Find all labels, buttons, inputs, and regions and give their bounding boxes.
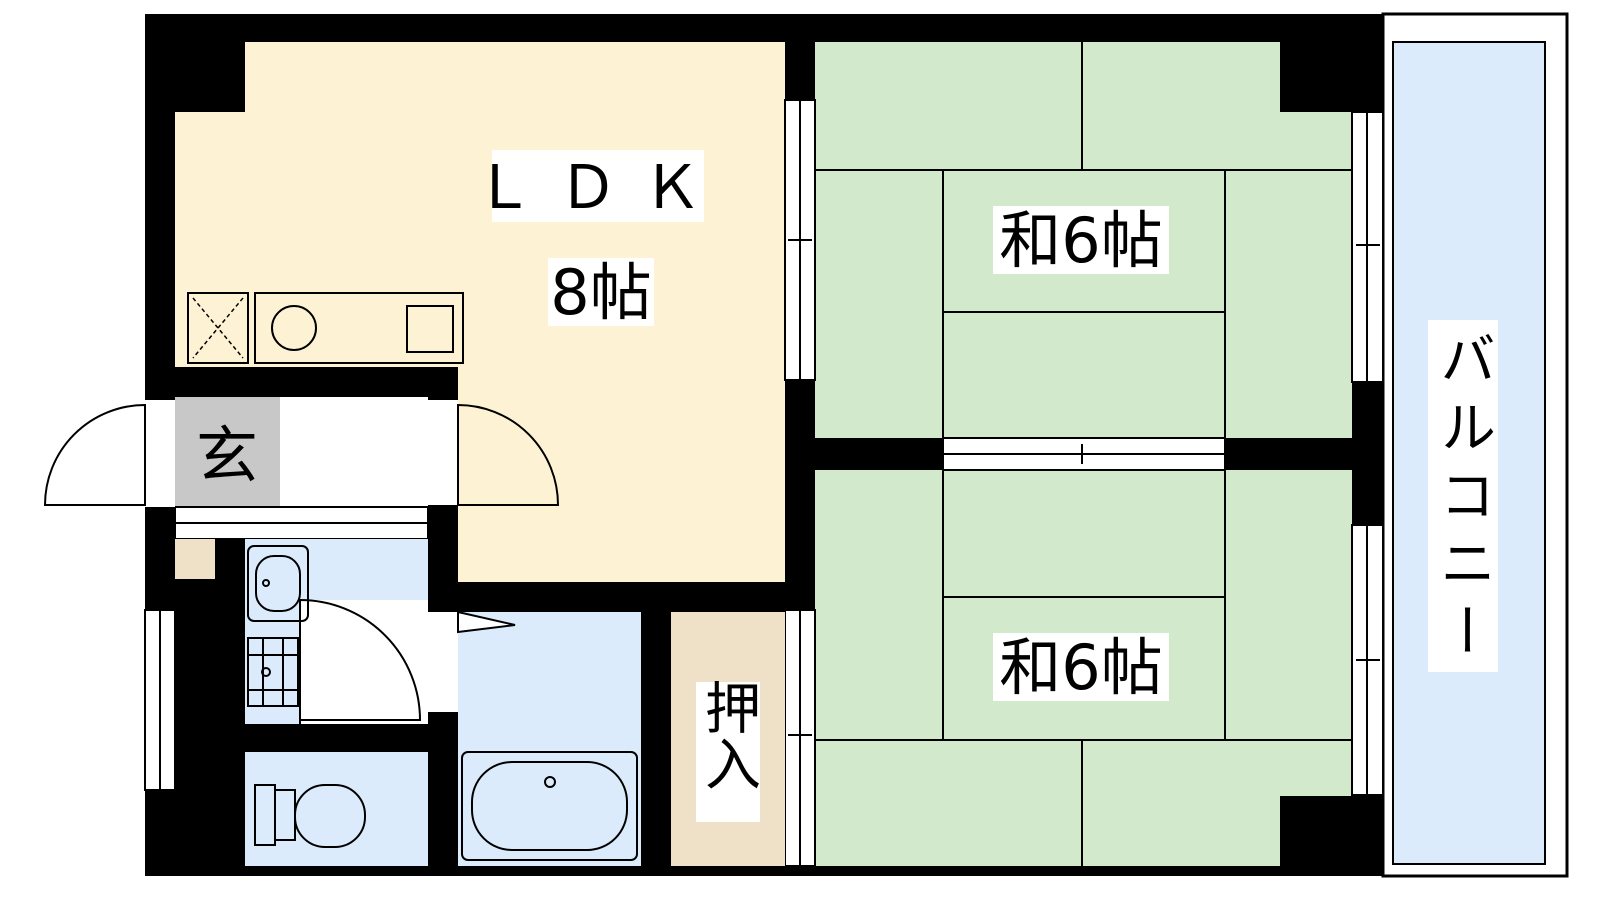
toilet-fixture — [254, 784, 366, 848]
oshiire-label-group: 押入 — [696, 679, 761, 791]
bathtub — [461, 751, 638, 861]
washroom — [245, 539, 428, 724]
fusuma-sliding-doors — [942, 437, 1226, 471]
genkan-label: 玄 — [196, 419, 258, 492]
ldk-size-label: 8帖 — [550, 256, 651, 329]
washitsu-1-label: 和6帖 — [999, 204, 1162, 277]
ldk-door — [428, 400, 560, 506]
ldk-label: ＬＤＫ — [474, 153, 726, 223]
shoe-cabinet — [175, 539, 215, 579]
entrance-hall — [174, 397, 429, 579]
washitsu-room-1 — [815, 42, 1352, 438]
bathroom-door-fold — [457, 610, 516, 634]
entrance-door — [43, 400, 175, 507]
genkan-floor — [175, 397, 280, 507]
tatami-lines-1 — [815, 42, 1352, 438]
wash-basin — [247, 545, 309, 622]
side-window — [144, 609, 176, 791]
balcony-label: バルコニー — [1431, 330, 1496, 670]
bathroom — [428, 610, 641, 866]
toilet-room — [245, 752, 428, 866]
sliding-door-ldk-room1 — [784, 99, 816, 381]
washitsu-2-label: 和6帖 — [999, 631, 1162, 704]
washing-machine-pan — [247, 637, 299, 707]
balcony-window-upper — [1351, 111, 1384, 383]
stove-icon — [271, 305, 317, 351]
oshiire-label: 押入 — [696, 679, 761, 791]
kitchen-counter — [187, 292, 464, 364]
sliding-door-oshiire — [784, 609, 816, 867]
fridge-x-mark — [192, 297, 244, 359]
sink-icon — [406, 305, 454, 353]
balcony-window-lower — [1351, 524, 1384, 796]
tatami-lines-2 — [815, 470, 1352, 866]
